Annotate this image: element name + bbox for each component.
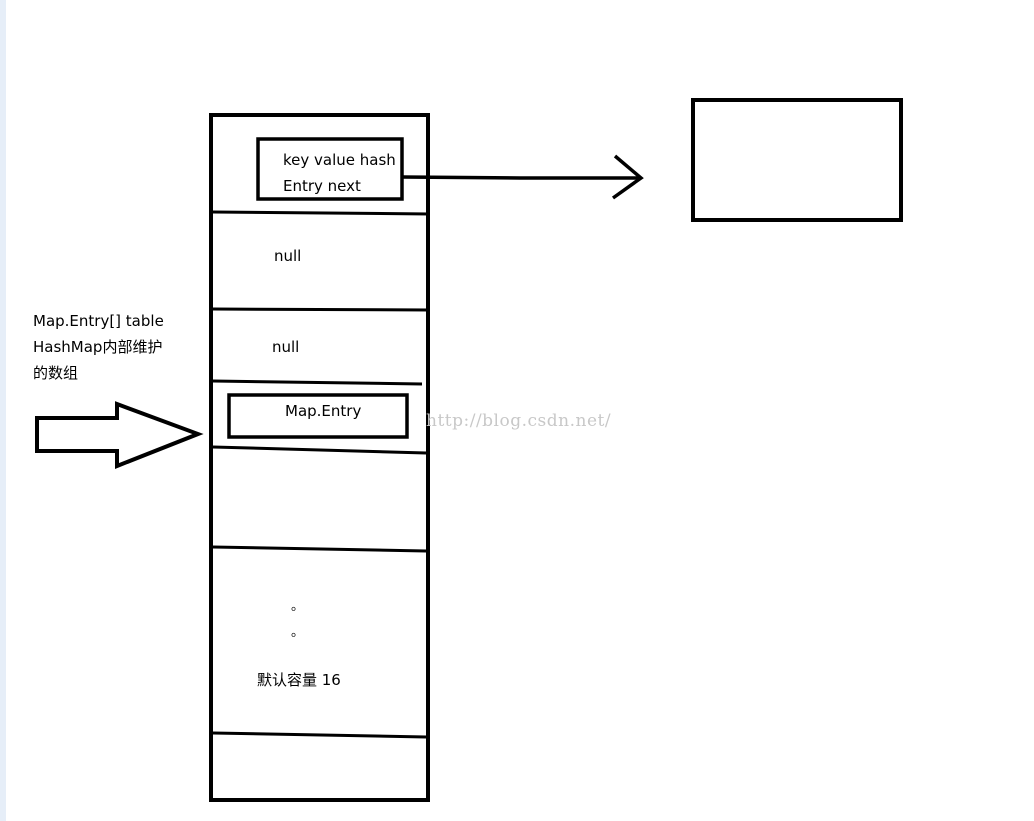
slot-divider [212,545,427,553]
entry-cell-fields-line2: Entry next [283,177,361,195]
slot-divider [212,731,427,739]
entry-cell-box [256,137,404,201]
map-entry-box [227,393,409,439]
entry-cell-fields-line1: key value hash [283,151,396,169]
table-array-outline [209,113,430,802]
table-pointer-arrow [35,401,204,469]
default-capacity-label: 默认容量 16 [257,671,341,689]
slot-divider [212,307,431,312]
next-pointer-arrow [401,175,641,180]
slot-divider [212,445,427,455]
slot-null-label: null [274,247,301,265]
map-entry-label: Map.Entry [285,402,361,420]
side-label-line2: HashMap内部维护 [33,338,162,356]
slot-divider [212,379,423,386]
next-pointer-arrowhead [611,154,644,200]
side-label-line3: 的数组 [33,364,78,382]
next-entry-box [691,98,903,222]
side-label-line1: Map.Entry[] table [33,312,164,330]
slot-divider [212,210,431,216]
ellipsis-dot: 。 [291,625,304,640]
watermark-text: http://blog.csdn.net/ [426,411,611,431]
slot-null-label: null [272,338,299,356]
ellipsis-dot: 。 [291,599,304,614]
left-edge-strip [0,0,6,821]
